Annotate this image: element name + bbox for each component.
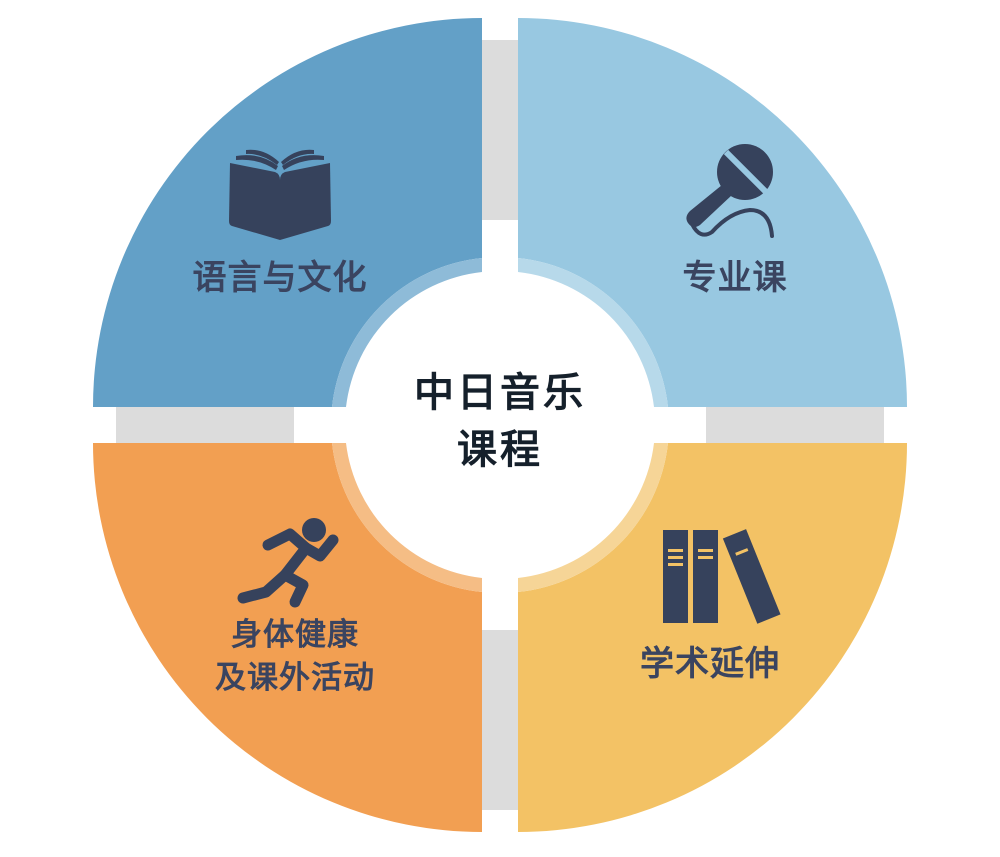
microphone-icon bbox=[686, 144, 774, 238]
connector-right bbox=[706, 407, 884, 443]
label-health-line2: 及课外活动 bbox=[215, 660, 375, 696]
center-title: 中日音乐 课程 bbox=[350, 365, 650, 479]
quadrant-academic-extension bbox=[518, 443, 907, 832]
label-major-courses: 专业课 bbox=[682, 258, 788, 298]
open-book-icon bbox=[229, 149, 331, 240]
books-icon bbox=[663, 529, 781, 624]
label-language-culture: 语言与文化 bbox=[192, 258, 368, 298]
quadrant-health-activities bbox=[93, 443, 482, 832]
label-academic-extension: 学术延伸 bbox=[640, 644, 780, 684]
label-health-activities: 身体健康 及课外活动 bbox=[180, 614, 410, 700]
connector-bottom bbox=[482, 630, 518, 810]
running-person-icon bbox=[237, 518, 339, 608]
center-title-line2: 课程 bbox=[457, 427, 543, 473]
label-health-line1: 身体健康 bbox=[231, 617, 359, 653]
connector-left bbox=[116, 407, 294, 443]
center-title-line1: 中日音乐 bbox=[414, 370, 586, 416]
connector-top bbox=[482, 40, 518, 220]
